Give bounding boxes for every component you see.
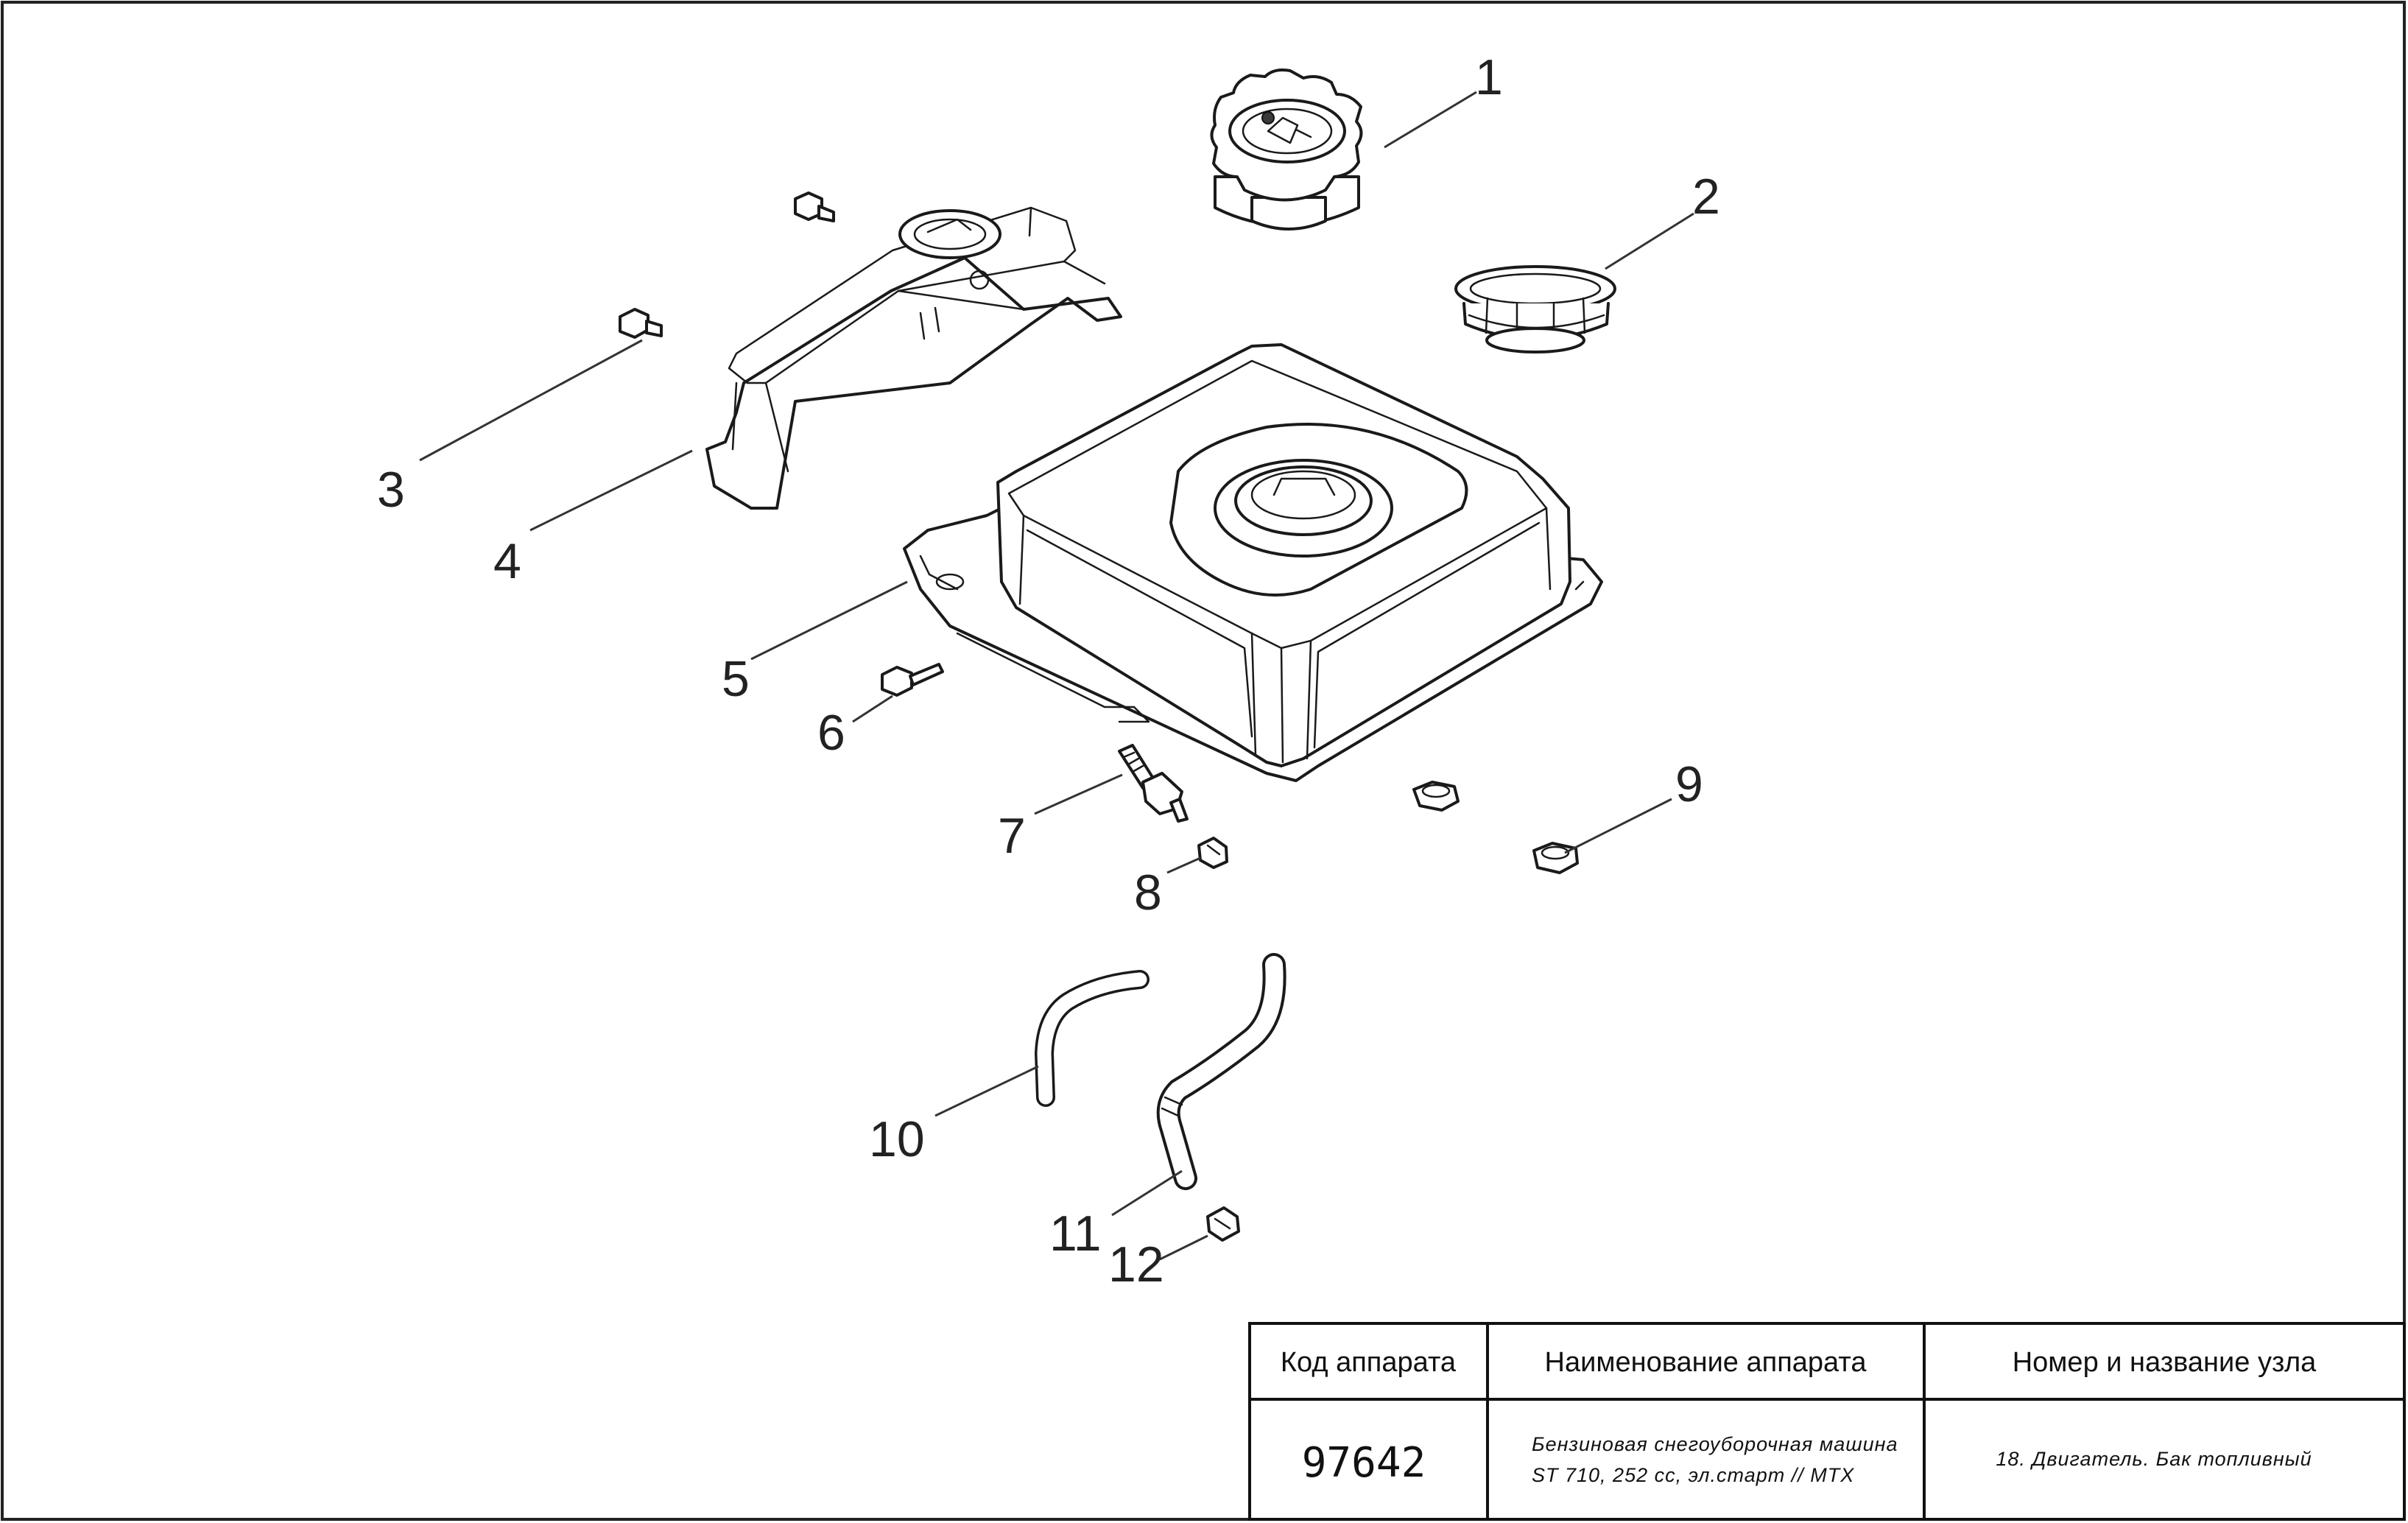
bolt-3-part [619,308,663,339]
fuel-cap-part [1210,68,1363,231]
callout-8: 8 [1134,865,1162,921]
fuel-valve-part [1118,744,1189,823]
callout-10: 10 [869,1111,925,1167]
hose-10-part [1034,970,1150,1107]
callout-4: 4 [493,533,521,589]
fuel-strainer-part [1454,265,1616,354]
hose-11-part [1156,953,1286,1190]
tank-bracket-part [705,206,1122,510]
fuel-tank-part [903,343,1603,782]
clamp-8-part [1197,837,1228,869]
callout-1: 1 [1475,49,1503,105]
header-name: Наименование аппарата [1545,1347,1867,1378]
apparatus-code: 97642 [1302,1439,1426,1487]
bolt-top-part [794,191,835,222]
bolt-6-part [881,663,944,697]
callout-11: 11 [1049,1206,1102,1262]
callout-6: 6 [817,705,845,761]
nut-9-part [1532,842,1579,874]
title-block: Код аппарата Наименование аппарата Номер… [1248,1322,2406,1521]
leader-lines [419,91,1694,1261]
callout-9: 9 [1675,756,1703,812]
apparatus-name-line2: ST 710, 252 cc, эл.старт // MTX [1532,1464,1854,1486]
nut-tank-part [1412,781,1460,812]
header-node: Номер и название узла [2013,1347,2317,1378]
node-name: 18. Двигатель. Бак топливный [1996,1448,2312,1470]
callout-12: 12 [1108,1237,1164,1292]
callout-2: 2 [1692,169,1720,225]
clamp-12-part [1206,1206,1240,1242]
header-code: Код аппарата [1281,1347,1457,1378]
callout-7: 7 [998,808,1026,864]
callout-numbers: 1 2 3 4 5 6 7 8 9 10 11 12 [377,49,1720,1292]
callout-5: 5 [722,651,750,707]
apparatus-name-line1: Бензиновая снегоуборочная машина [1532,1433,1898,1455]
callout-3: 3 [377,462,405,518]
